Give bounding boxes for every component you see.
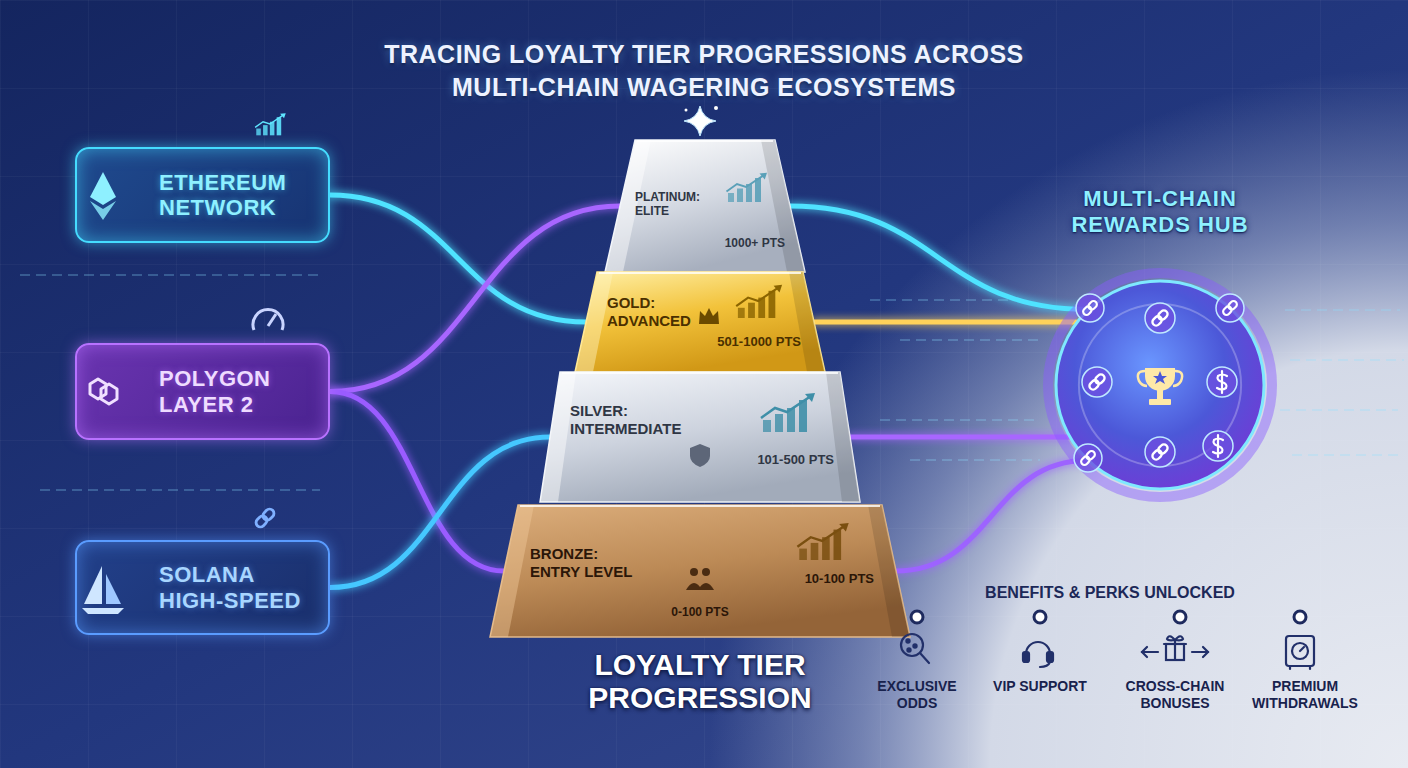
tier-points: 101-500 PTS: [757, 452, 834, 468]
tier-name: BRONZE: ENTRY LEVEL: [530, 545, 642, 581]
polygon-logo: [90, 379, 117, 404]
flow-connector: [814, 320, 1076, 325]
perk-label: CROSS-CHAIN BONUSES: [1115, 678, 1235, 712]
crown-icon: [699, 308, 719, 324]
tier-name: PLATINUM: ELITE: [635, 190, 711, 219]
diagram-title: TRACING LOYALTY TIER PROGRESSIONS ACROSS…: [354, 38, 1054, 103]
tier-name: GOLD: ADVANCED: [607, 294, 707, 330]
tier-block: BRONZE: ENTRY LEVEL 0-100 PTS 10-100 PTS: [490, 505, 910, 637]
flow-connector: [896, 461, 1087, 571]
hub-icons: [1074, 294, 1244, 472]
sparkle-star: [684, 106, 718, 136]
tier-points: 10-100 PTS: [805, 571, 874, 587]
perk-label: PREMIUM WITHDRAWALS: [1240, 678, 1370, 712]
hub-circle: [1055, 280, 1265, 490]
benefits-heading: BENEFITS & PERKS UNLOCKED: [950, 583, 1270, 602]
flow-connector: [850, 435, 1069, 440]
node-text: POLYGON LAYER 2: [159, 366, 314, 417]
rewards-hub: MULTI-CHAIN REWARDS HUB: [1055, 280, 1265, 490]
tier-chart-icons: [727, 173, 849, 560]
ethereum-logo: [90, 172, 116, 220]
people-icon: [686, 568, 714, 590]
link-icon: [254, 507, 275, 528]
solana-logo: [82, 566, 124, 614]
perk-label: VIP SUPPORT: [980, 678, 1100, 695]
tier-block: SILVER: INTERMEDIATE 101-500 PTS: [540, 372, 860, 502]
perk-icons: [901, 634, 1314, 669]
perk-label: EXCLUSIVE ODDS: [867, 678, 967, 712]
perk-timeline: [862, 611, 1360, 623]
tier-points: 1000+ PTS: [725, 236, 785, 250]
section-heading: LOYALTY TIER PROGRESSION: [560, 648, 840, 714]
tier-name: SILVER: INTERMEDIATE: [570, 402, 698, 438]
chain-box: SOLANA HIGH-SPEED: [75, 540, 330, 635]
node-text: SOLANA HIGH-SPEED: [159, 562, 314, 613]
tier-points: 501-1000 PTS: [717, 334, 801, 350]
tier-block: PLATINUM: ELITE 1000+ PTS: [605, 140, 805, 272]
hub-title: MULTI-CHAIN REWARDS HUB: [1045, 186, 1275, 239]
flow-connector: [790, 206, 1087, 309]
flow-connector: [330, 195, 586, 322]
node-text: ETHEREUM NETWORK: [159, 170, 314, 221]
tier-points: 0-100 PTS: [650, 605, 750, 619]
speed-icon: [253, 310, 283, 330]
chain-box: POLYGON LAYER 2: [75, 343, 330, 440]
chart-icon: [255, 113, 286, 135]
chain-box: ETHEREUM NETWORK: [75, 147, 330, 243]
tier-block: GOLD: ADVANCED 501-1000 PTS: [575, 272, 825, 372]
shield-icon: [690, 444, 710, 467]
